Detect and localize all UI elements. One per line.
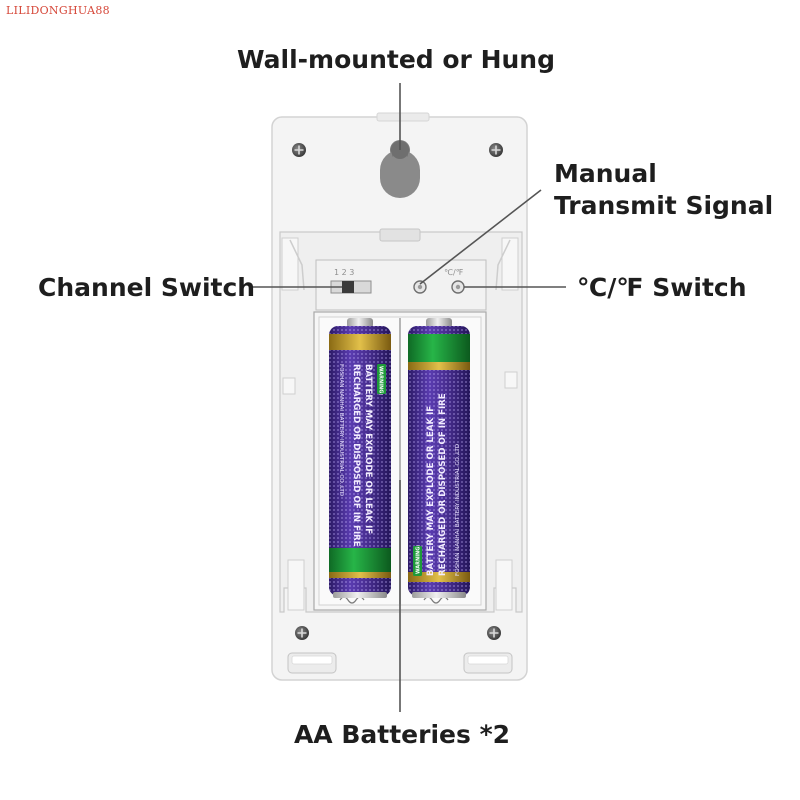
- leader-lines: [249, 83, 566, 712]
- aa-battery-left: WARNING: BATTERY MAY EXPLODE OR LEAK IF …: [329, 318, 391, 598]
- battery-warning-badge: WARNING:: [378, 366, 384, 395]
- temp-unit-marker: ℃/℉: [444, 268, 464, 277]
- watermark: LILIDONGHUA88: [6, 4, 110, 17]
- phillips-screw-icon: [292, 143, 306, 157]
- battery-warning-line2: RECHARGED OR DISPOSED OF IN FIRE: [351, 364, 361, 547]
- bottom-foot-left: [287, 652, 337, 674]
- bottom-foot-right: [463, 652, 513, 674]
- temperature-unit-button[interactable]: [451, 280, 465, 294]
- label-wall-mounted: Wall-mounted or Hung: [237, 45, 555, 74]
- label-channel-switch: Channel Switch: [38, 273, 255, 302]
- channel-slide-switch[interactable]: [330, 280, 372, 294]
- label-temp-switch: ℃/℉ Switch: [577, 273, 747, 302]
- battery-warning-line1: BATTERY MAY EXPLODE OR LEAK IF: [363, 364, 373, 534]
- battery-warning-line2: RECHARGED OR DISPOSED OF IN FIRE: [438, 393, 448, 576]
- phillips-screw-icon: [487, 626, 501, 640]
- channel-position-labels: 1 2 3: [334, 268, 354, 277]
- label-manual-line2: Transmit Signal: [554, 191, 773, 220]
- battery-warning-line1: BATTERY MAY EXPLODE OR LEAK IF: [426, 406, 436, 576]
- battery-maker-line: FOSHAN NANHAI BATTERY INDUSTRIAL CO.,LTD: [338, 364, 344, 496]
- label-manual-line1: Manual: [554, 159, 657, 188]
- manual-transmit-button[interactable]: [413, 280, 427, 294]
- switch-panel: 1 2 3 ℃/℉: [315, 259, 487, 311]
- phillips-screw-icon: [489, 143, 503, 157]
- battery-warning-badge: WARNING:: [415, 545, 421, 574]
- label-batteries: AA Batteries *2: [294, 720, 510, 749]
- phillips-screw-icon: [295, 626, 309, 640]
- aa-battery-right: WARNING: BATTERY MAY EXPLODE OR LEAK IF …: [408, 318, 470, 598]
- leader-manual-transmit: [419, 189, 542, 285]
- battery-maker-line: FOSHAN NANHAI BATTERY INDUSTRIAL CO.,LTD: [455, 444, 461, 576]
